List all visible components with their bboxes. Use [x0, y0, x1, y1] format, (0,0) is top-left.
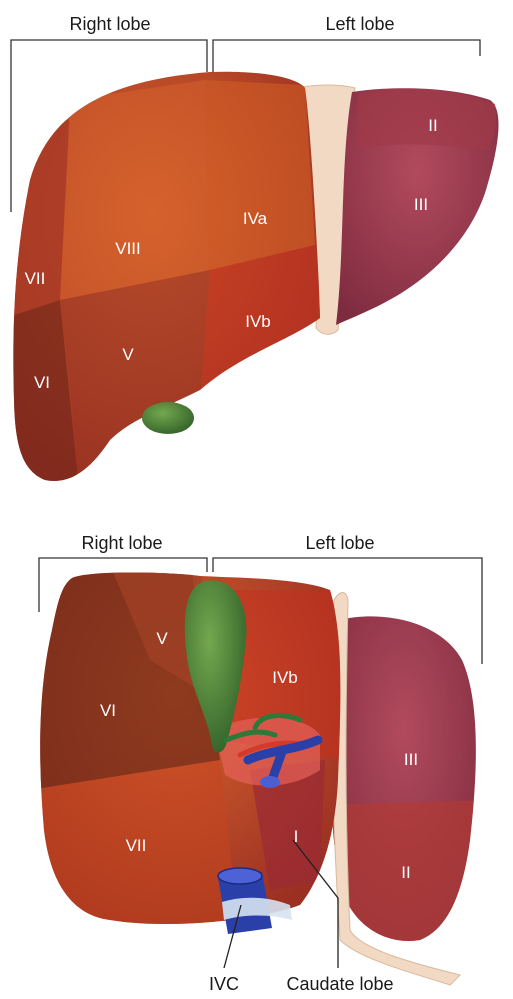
segment-vii-label-bottom: VII — [126, 836, 147, 855]
right-lobe-label-bottom: Right lobe — [81, 533, 162, 553]
top-view: Right lobe Left lobe II III IVa VIII — [0, 14, 499, 500]
segment-iva-top — [205, 80, 315, 270]
left-lobe-bracket-top — [213, 40, 480, 72]
gallbladder-top — [142, 402, 194, 434]
portal-vein-end — [260, 776, 280, 788]
segment-vi-label-top: VI — [34, 373, 50, 392]
segment-viii-top — [60, 80, 210, 300]
bottom-view: Right lobe Left lobe — [30, 533, 490, 994]
segment-iii-label-bottom: III — [404, 750, 418, 769]
left-lobe-label-top: Left lobe — [325, 14, 394, 34]
segment-ii-label-top: II — [428, 116, 437, 135]
segment-vii-label-top: VII — [25, 269, 46, 288]
segment-v-label-top: V — [122, 345, 134, 364]
segment-i-label-bottom: I — [294, 827, 299, 846]
ivc-opening — [218, 868, 262, 884]
segment-v-label-bottom: V — [156, 629, 168, 648]
caudate-lobe-label: Caudate lobe — [286, 974, 393, 994]
segment-ii-label-bottom: II — [401, 863, 410, 882]
segment-ivb-label-top: IVb — [245, 312, 271, 331]
ivc-label: IVC — [209, 974, 239, 994]
right-lobe-label-top: Right lobe — [69, 14, 150, 34]
segment-vi-label-bottom: VI — [100, 701, 116, 720]
segment-iva-label-top: IVa — [243, 209, 268, 228]
segment-ii-top — [356, 89, 496, 150]
segment-v-top — [60, 270, 210, 480]
segment-ivb-label-bottom: IVb — [272, 668, 298, 687]
left-lobe-label-bottom: Left lobe — [305, 533, 374, 553]
segment-viii-label-top: VIII — [115, 239, 141, 258]
segment-iii-label-top: III — [414, 195, 428, 214]
